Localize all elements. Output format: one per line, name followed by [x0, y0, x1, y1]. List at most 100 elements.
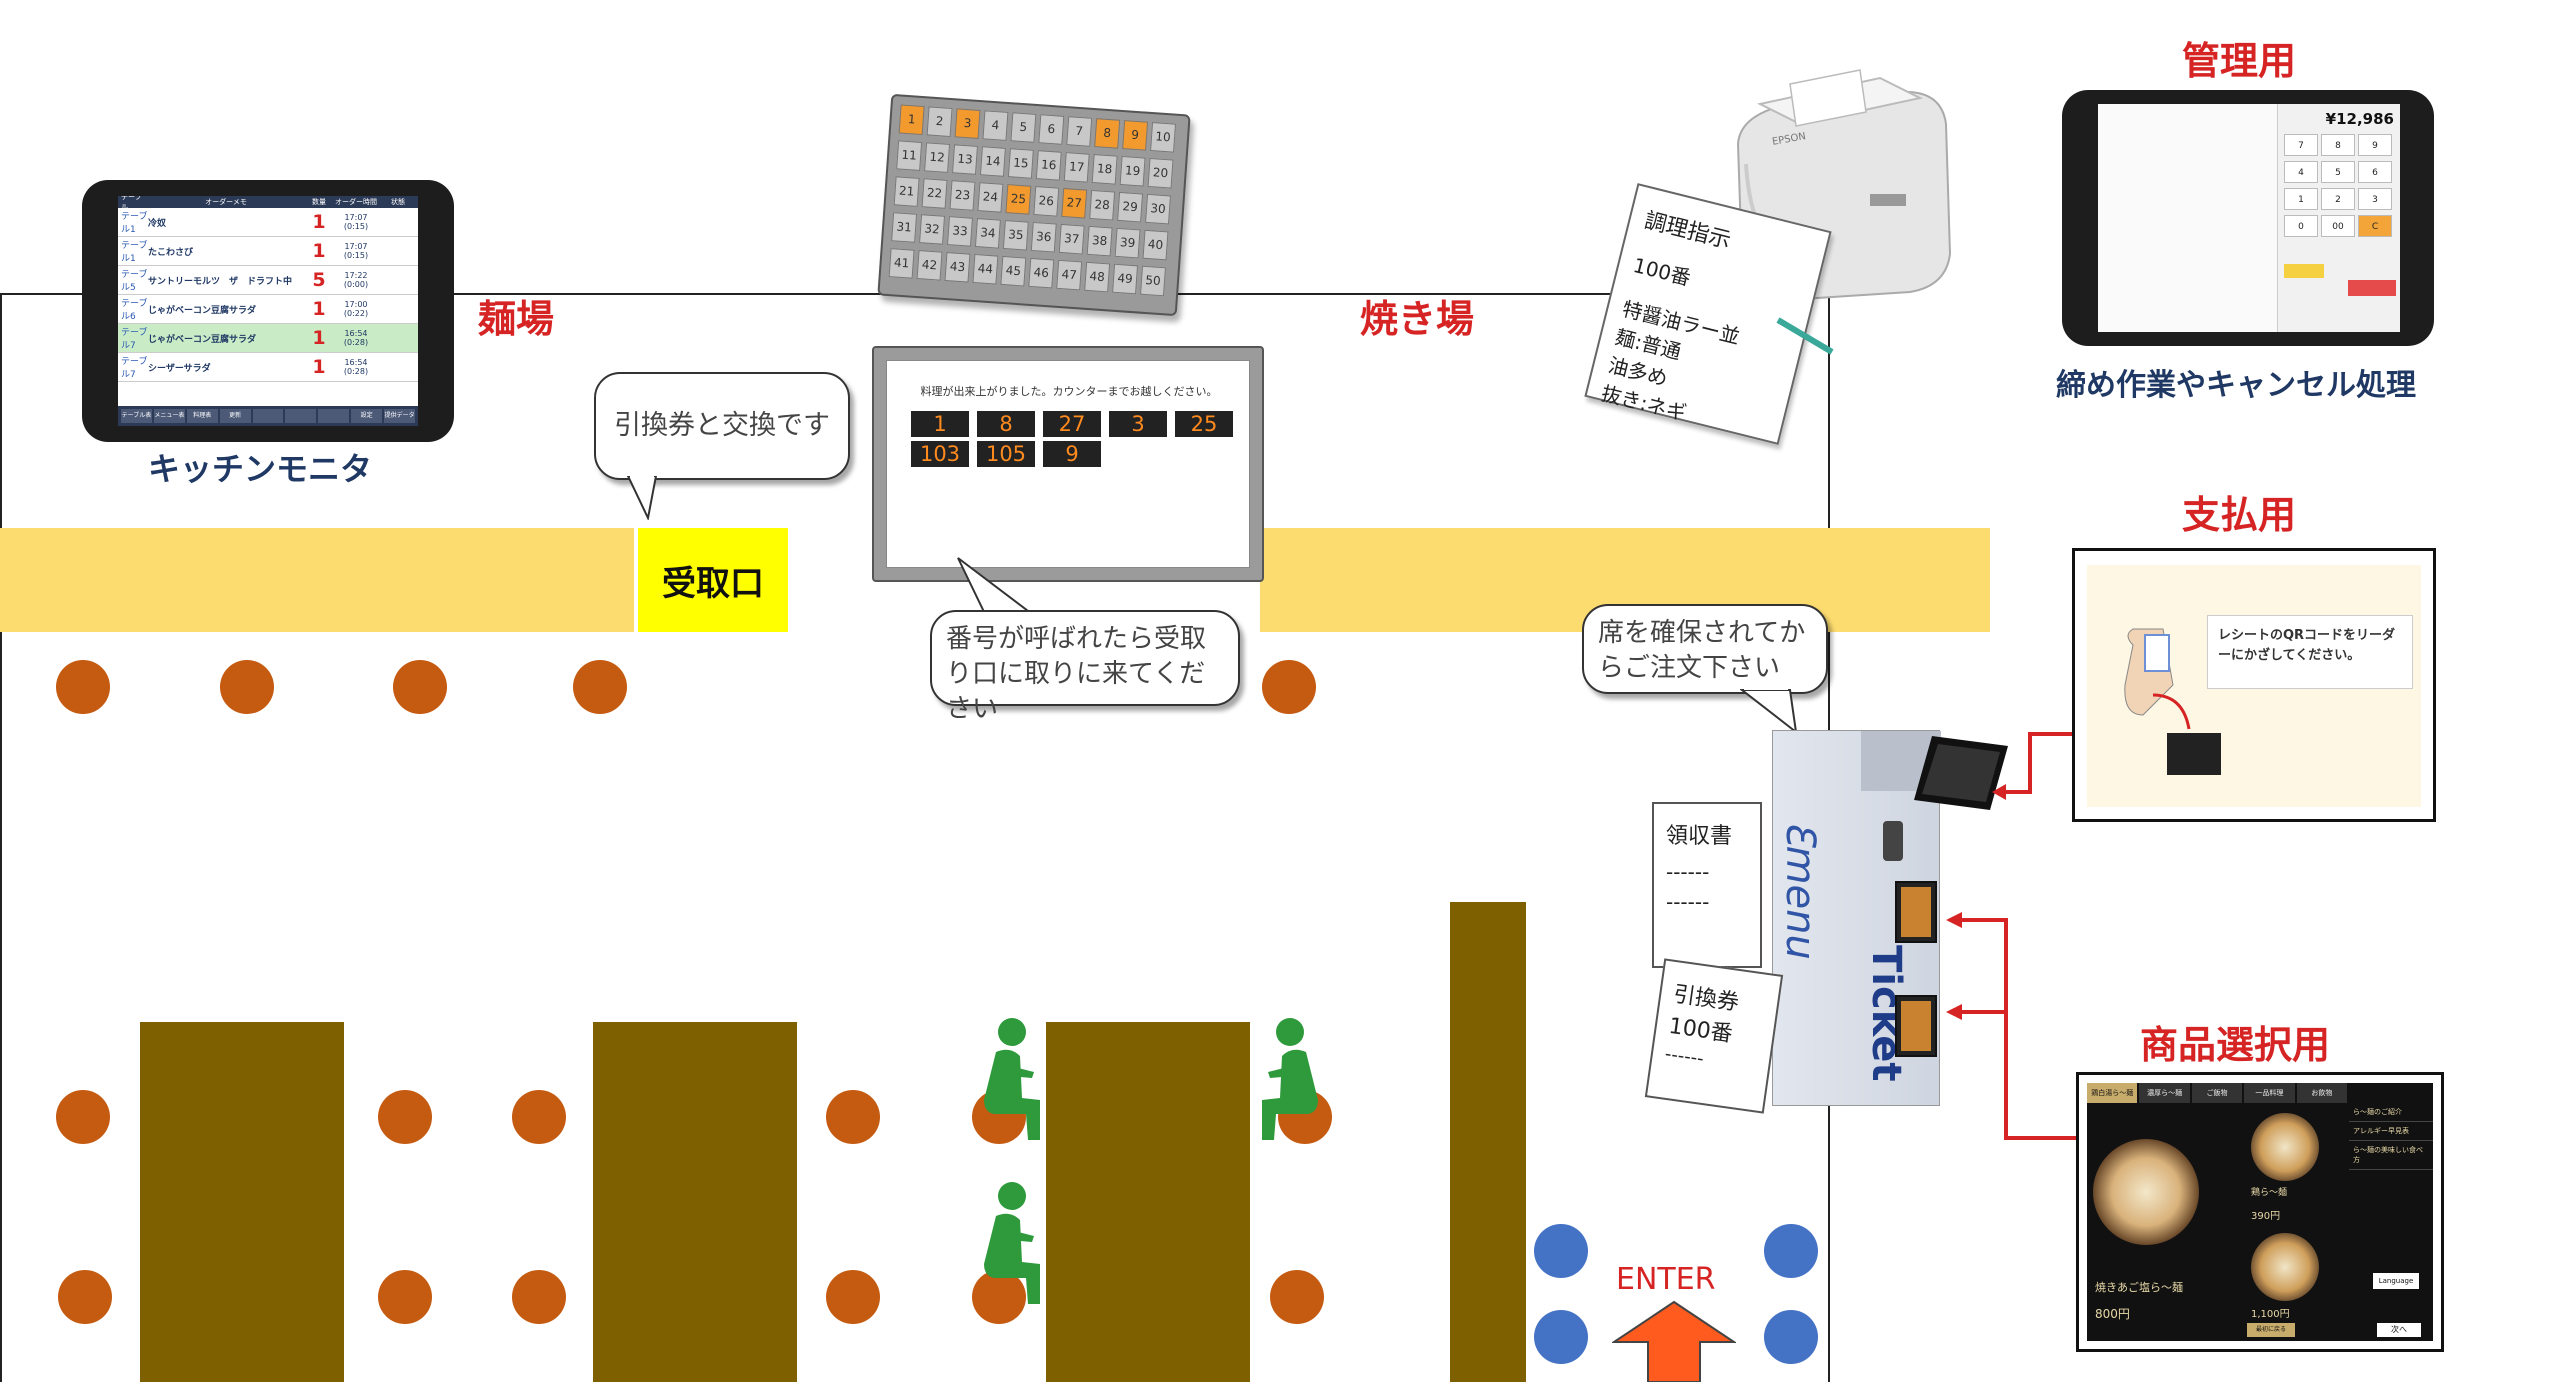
- entrance-stool: [1534, 1310, 1588, 1364]
- keypad-key[interactable]: 9: [2358, 134, 2392, 156]
- keypad-key[interactable]: 3: [2358, 188, 2392, 210]
- call-display-message: 料理が出来上がりました。カウンターまでお越しください。: [920, 385, 1218, 398]
- stool: [972, 1270, 1026, 1324]
- side-item-howto[interactable]: ら〜麺の美味しい食べ方: [2349, 1141, 2433, 1170]
- km-footer-btn[interactable]: 料理表: [186, 409, 218, 423]
- admin-yellow-button[interactable]: [2284, 264, 2324, 278]
- side-menu: ら〜麺のご紹介 アレルギー早見表 ら〜麺の美味しい食べ方: [2349, 1103, 2433, 1203]
- km-header-qty: 数量: [312, 198, 326, 206]
- keypad-key[interactable]: 7: [2284, 134, 2318, 156]
- table-row[interactable]: テーブル6 じゃがベーコン豆腐サラダ 1 17:00 (0:22): [118, 295, 418, 324]
- number-cell: 48: [1084, 261, 1111, 293]
- table-row[interactable]: テーブル7 シーザーサラダ 1 16:54 (0:28): [118, 353, 418, 382]
- km-footer-btn[interactable]: 設定: [351, 409, 383, 423]
- km-footer-btn[interactable]: [318, 409, 350, 423]
- entrance-stool: [1534, 1224, 1588, 1278]
- number-cell: 39: [1114, 227, 1141, 259]
- km-footer-btn[interactable]: テーブル表: [121, 409, 152, 423]
- side-item-allergy[interactable]: アレルギー早見表: [2349, 1122, 2433, 1141]
- table-row[interactable]: テーブル1 たこわさび 1 17:07 (0:15): [118, 237, 418, 266]
- first-button[interactable]: 最初に戻る: [2247, 1323, 2295, 1337]
- exchange-ticket-slip: 引換券 100番 ------: [1644, 958, 1784, 1114]
- stool: [56, 660, 110, 714]
- kiosk-brand-script: Ɛmenu: [1777, 821, 1823, 960]
- tab-rich-ramen[interactable]: 濃厚ら〜麺: [2139, 1083, 2190, 1103]
- km-header-memo: オーダーメモ: [205, 198, 247, 206]
- call-number: 3: [1109, 411, 1167, 437]
- number-cell: 40: [1142, 229, 1169, 261]
- kiosk-menu-screen[interactable]: [1895, 881, 1937, 943]
- keypad-key[interactable]: 2: [2321, 188, 2355, 210]
- number-cell: 35: [1002, 220, 1029, 251]
- table-row[interactable]: テーブル1 冷奴 1 17:07 (0:15): [118, 208, 418, 237]
- ramen-c-image[interactable]: [2251, 1233, 2319, 1301]
- number-cell: 31: [891, 212, 918, 243]
- next-button[interactable]: 次へ: [2377, 1323, 2421, 1337]
- number-cell: 12: [924, 142, 951, 173]
- admin-red-button[interactable]: [2348, 280, 2396, 296]
- product-select-title: 商品選択用: [2140, 1023, 2331, 1067]
- kiosk-menu-screen[interactable]: [1895, 995, 1937, 1057]
- side-item-intro[interactable]: ら〜麺のご紹介: [2349, 1103, 2433, 1122]
- bubble-tail: [626, 476, 658, 520]
- keypad-key[interactable]: 5: [2321, 161, 2355, 183]
- payment-display: レシートのQRコードをリーダーにかざしてください。: [2072, 548, 2436, 822]
- stool: [512, 1270, 566, 1324]
- number-cell: 23: [949, 180, 976, 211]
- number-cell: 41: [888, 248, 915, 279]
- number-cell: 42: [916, 250, 943, 281]
- number-cell: 46: [1028, 257, 1055, 289]
- item-b-name: 鶏ら〜麺: [2251, 1188, 2288, 1198]
- pickup-label: 受取口: [662, 563, 764, 604]
- keypad-key[interactable]: 6: [2358, 161, 2392, 183]
- dining-table: [1046, 1022, 1250, 1382]
- table-row[interactable]: テーブル7 じゃがベーコン豆腐サラダ 1 16:54 (0:28): [118, 324, 418, 353]
- grill-area-label: 焼き場: [1360, 297, 1475, 341]
- number-cell: 13: [952, 144, 978, 175]
- tab-chicken-ramen[interactable]: 鶏白湯ら〜麺: [2087, 1083, 2138, 1103]
- number-cell: 30: [1145, 193, 1171, 225]
- keypad-key[interactable]: 8: [2321, 134, 2355, 156]
- km-footer-btn[interactable]: [285, 409, 317, 423]
- keypad-key[interactable]: C: [2358, 215, 2392, 237]
- number-cell: 25: [1005, 184, 1032, 215]
- km-footer: テーブル表 メニュー表 料理表 更新 設定 提供データ: [118, 406, 418, 426]
- kiosk-reader-icon: [1914, 736, 2008, 810]
- stool: [378, 1090, 432, 1144]
- noodle-area-label: 麺場: [478, 297, 555, 341]
- pickup-window: 受取口: [638, 528, 788, 632]
- speech-bubble-exchange: 引換券と交換です: [594, 372, 850, 480]
- tab-drinks[interactable]: お飲物: [2296, 1083, 2348, 1103]
- tab-side-dish[interactable]: 一品料理: [2244, 1083, 2295, 1103]
- item-b-price: 390円: [2251, 1211, 2281, 1222]
- stool: [378, 1270, 432, 1324]
- enter-arrow-icon: [1612, 1300, 1736, 1382]
- payment-title: 支払用: [2182, 493, 2297, 537]
- keypad-key[interactable]: 4: [2284, 161, 2318, 183]
- keypad-key[interactable]: 0: [2284, 215, 2318, 237]
- stool: [393, 660, 447, 714]
- ramen-b-image[interactable]: [2251, 1113, 2319, 1181]
- tab-rice[interactable]: ご飯物: [2191, 1083, 2243, 1103]
- km-footer-btn[interactable]: [252, 409, 284, 423]
- km-footer-btn[interactable]: 更新: [219, 409, 251, 423]
- number-cell: 5: [1010, 112, 1037, 143]
- number-cell: 36: [1030, 221, 1057, 253]
- table-row[interactable]: テーブル5 サントリーモルツ ザ ドラフト中 5 17:22 (0:00): [118, 266, 418, 295]
- number-cell: 28: [1089, 189, 1116, 221]
- keypad-key[interactable]: 1: [2284, 188, 2318, 210]
- number-cell: 50: [1140, 265, 1166, 297]
- number-cell: 4: [982, 110, 1009, 141]
- number-cell: 44: [972, 253, 999, 285]
- admin-left-panel: [2098, 104, 2278, 332]
- km-footer-btn[interactable]: 提供データ: [384, 409, 416, 423]
- keypad-key[interactable]: 00: [2321, 215, 2355, 237]
- ramen-main-image[interactable]: [2093, 1139, 2199, 1245]
- km-footer-btn[interactable]: メニュー表: [153, 409, 185, 423]
- receipt-title: 領収書: [1666, 824, 1733, 849]
- speech-bubble-number-called: 番号が呼ばれたら受取り口に取りに来てください: [930, 610, 1240, 724]
- language-button[interactable]: Language: [2373, 1273, 2419, 1289]
